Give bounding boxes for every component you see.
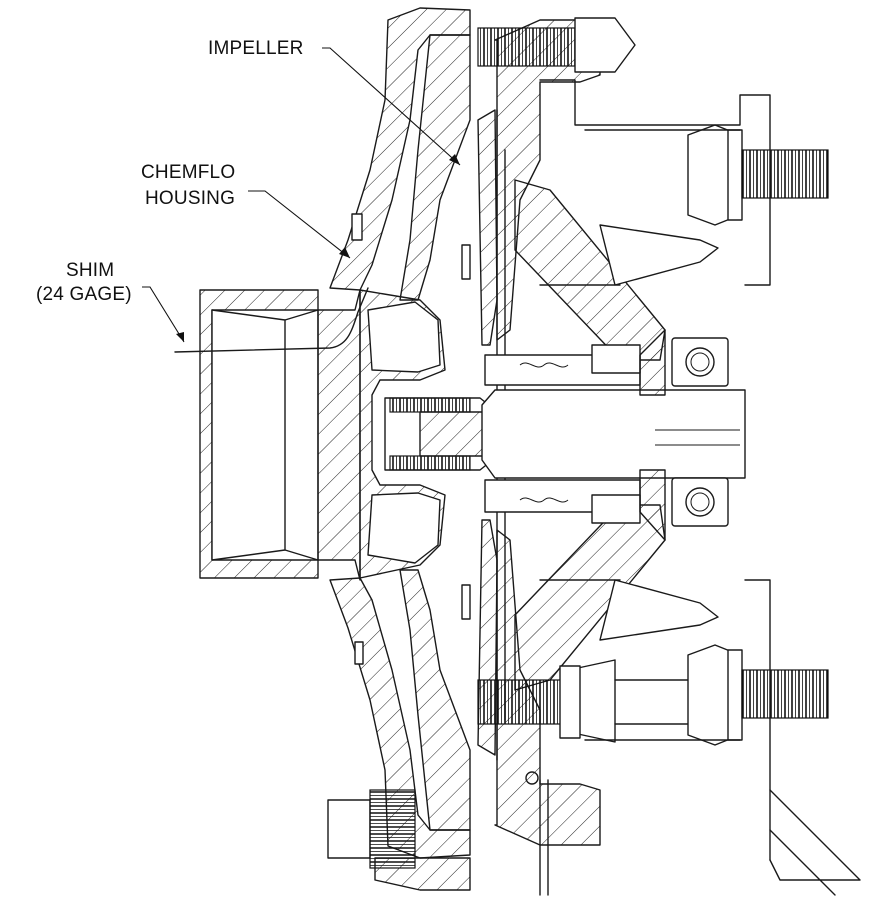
bolt-upper-right bbox=[687, 124, 829, 226]
mounting-bracket bbox=[525, 79, 861, 896]
shim-label-line1: SHIM bbox=[66, 260, 115, 281]
inlet-nozzle bbox=[199, 289, 361, 581]
set-screw-bottom bbox=[671, 477, 729, 527]
impeller bbox=[384, 109, 498, 756]
bolt-lower-right bbox=[687, 644, 829, 746]
housing-label-line2: HOUSING bbox=[145, 188, 236, 209]
bolt-upper-left bbox=[477, 17, 636, 73]
shim bbox=[174, 287, 369, 353]
shaft-and-seal bbox=[481, 329, 746, 541]
backplate bbox=[494, 19, 719, 846]
shim-leader-line bbox=[142, 286, 185, 343]
chemflo-housing bbox=[329, 7, 471, 859]
housing-label-line1: CHEMFLO bbox=[141, 162, 236, 183]
bolt-lower-left bbox=[477, 659, 689, 743]
housing-arrowhead bbox=[339, 247, 350, 258]
shim-arrowhead bbox=[176, 332, 184, 342]
impeller-leader-line bbox=[322, 47, 461, 166]
housing-leader-line bbox=[248, 190, 351, 259]
impeller-arrowhead bbox=[449, 154, 460, 165]
shim-label-line2: (24 GAGE) bbox=[36, 284, 132, 305]
drain-fitting bbox=[327, 789, 471, 891]
impeller-label: IMPELLER bbox=[208, 38, 304, 59]
set-screw-top bbox=[671, 337, 729, 387]
